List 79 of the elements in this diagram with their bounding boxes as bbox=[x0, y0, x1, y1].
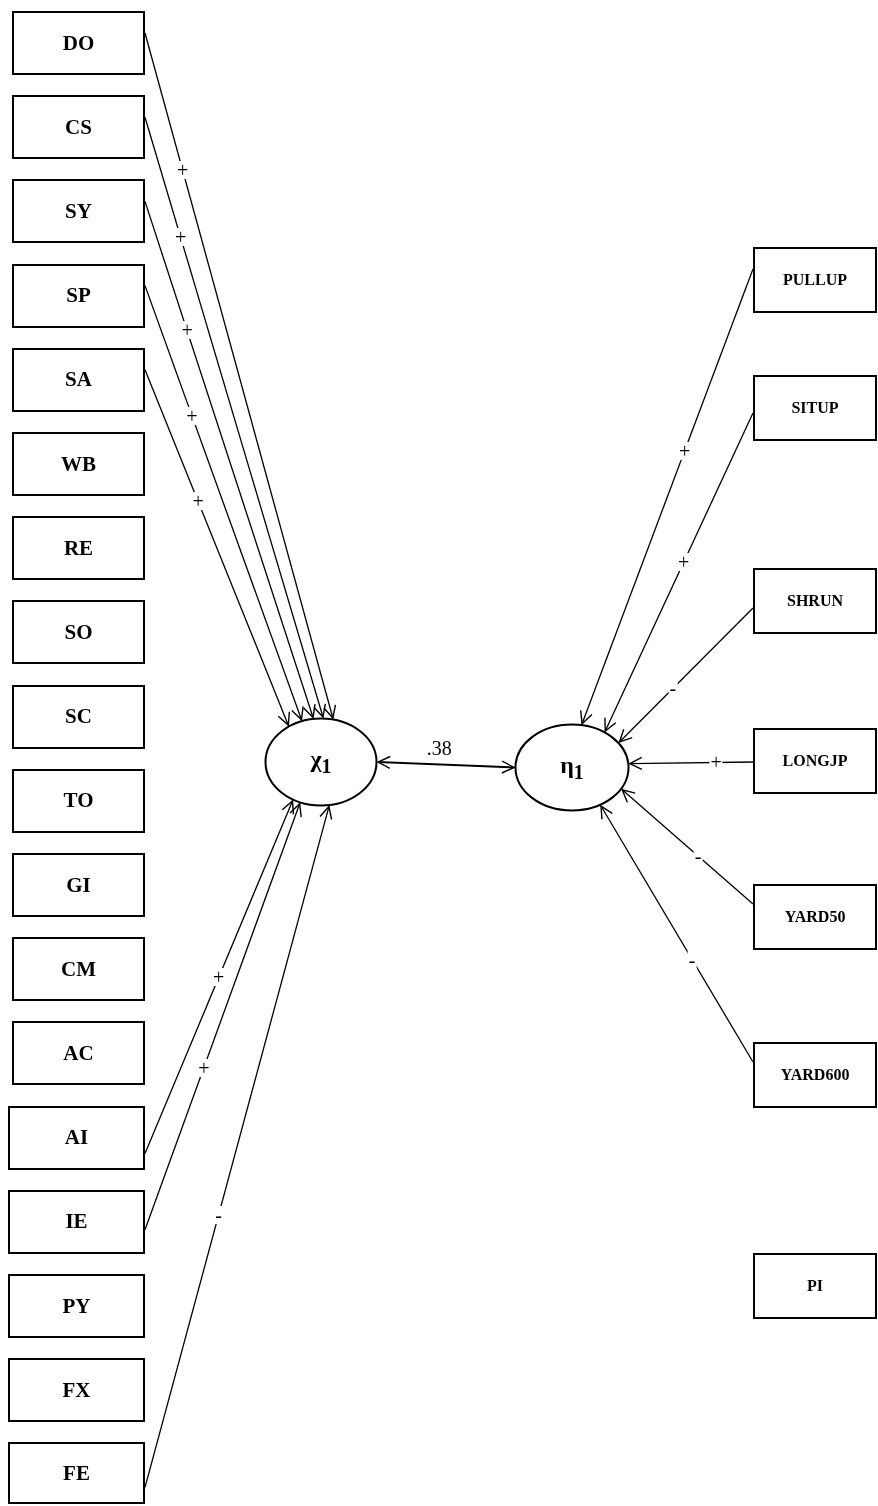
variable-box bbox=[12, 937, 145, 1002]
edge-label: + bbox=[678, 441, 692, 460]
variable-box bbox=[12, 263, 145, 328]
variable-label: SITUP bbox=[791, 399, 839, 417]
variable-symbol: χ$_{1}$ bbox=[310, 746, 332, 778]
variable-box bbox=[12, 11, 145, 75]
variable-box bbox=[753, 375, 877, 441]
edge-label: + bbox=[676, 553, 691, 572]
variable-label: IE bbox=[65, 1209, 88, 1235]
edge-label: + bbox=[175, 161, 190, 179]
variable-box bbox=[12, 1021, 145, 1086]
variable-label: FX bbox=[62, 1377, 91, 1403]
variable-label: TO bbox=[63, 788, 94, 814]
arrow bbox=[144, 803, 302, 1231]
edge-label: .38 bbox=[425, 739, 453, 758]
edge-label: - bbox=[687, 950, 697, 969]
arrow bbox=[600, 805, 754, 1063]
variable-box bbox=[753, 884, 877, 950]
variable-box bbox=[12, 600, 145, 665]
arrow bbox=[621, 789, 754, 905]
edge-label: + bbox=[191, 492, 205, 511]
arrow bbox=[144, 369, 291, 726]
variable-label: SHRUN bbox=[787, 592, 843, 610]
variable-box bbox=[8, 1274, 145, 1338]
variable-label: AC bbox=[63, 1040, 94, 1066]
variable-box bbox=[12, 179, 145, 244]
variable-box bbox=[12, 347, 145, 412]
variable-label: SA bbox=[65, 367, 92, 393]
variable-label: RE bbox=[63, 535, 94, 561]
arrow bbox=[144, 32, 337, 719]
edge-label: + bbox=[212, 968, 226, 987]
arrow bbox=[144, 284, 304, 721]
arrow bbox=[377, 755, 515, 774]
variable-symbol: η$_{1}$ bbox=[560, 751, 584, 784]
variable-label: LONGJP bbox=[782, 752, 848, 770]
arrow bbox=[144, 116, 327, 718]
arrow bbox=[629, 756, 754, 771]
variable-label: WB bbox=[61, 451, 96, 477]
variable-label: YARD600 bbox=[780, 1066, 850, 1084]
variable-box bbox=[8, 1105, 145, 1170]
variable-box bbox=[753, 1253, 877, 1319]
edge-label: + bbox=[197, 1058, 211, 1077]
variable-label: SO bbox=[64, 619, 93, 645]
variable-label: SC bbox=[65, 704, 92, 730]
edge-label: + bbox=[180, 321, 194, 340]
arrow bbox=[618, 607, 754, 743]
variable-box bbox=[753, 247, 877, 313]
arrow bbox=[144, 800, 295, 1155]
variable-label: CS bbox=[65, 114, 92, 140]
arrow bbox=[604, 412, 754, 732]
variable-label: CM bbox=[61, 956, 96, 982]
variable-label: PY bbox=[62, 1293, 91, 1319]
variable-label: FE bbox=[63, 1460, 90, 1486]
variable-box bbox=[12, 853, 145, 917]
variable-label: SY bbox=[65, 198, 92, 224]
arrow bbox=[144, 200, 316, 719]
variable-box bbox=[12, 516, 145, 581]
arrow bbox=[144, 805, 333, 1489]
variable-label: DO bbox=[62, 30, 95, 56]
variable-box bbox=[8, 1189, 145, 1254]
variable-label: PULLUP bbox=[783, 271, 847, 289]
arrow bbox=[580, 268, 754, 725]
edge-label: + bbox=[185, 406, 199, 425]
variable-label: GI bbox=[66, 872, 91, 898]
variable-box bbox=[8, 1358, 145, 1423]
variable-box bbox=[12, 684, 145, 749]
variable-label: YARD50 bbox=[784, 908, 846, 926]
edge-label: - bbox=[214, 1206, 223, 1225]
variable-box bbox=[8, 1442, 145, 1505]
edge-label: + bbox=[173, 228, 188, 247]
variable-box bbox=[12, 432, 145, 496]
variable-box bbox=[12, 768, 145, 833]
variable-label: PI bbox=[807, 1277, 823, 1295]
variable-box bbox=[12, 95, 145, 160]
variable-box bbox=[753, 728, 877, 794]
variable-label: SP bbox=[66, 283, 91, 309]
variable-label: AI bbox=[64, 1125, 89, 1151]
variable-box bbox=[753, 1042, 877, 1108]
variable-box bbox=[753, 568, 877, 634]
